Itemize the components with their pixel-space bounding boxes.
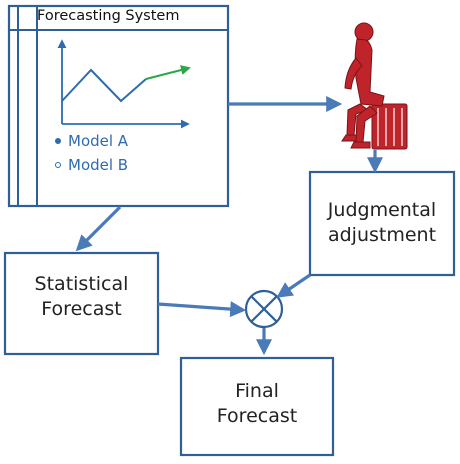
label-line: Forecast: [216, 405, 298, 428]
statistical-forecast-box: [3, 251, 160, 356]
arrow-statistical-to-combiner: [157, 301, 247, 318]
legend-label: Model A: [68, 132, 129, 150]
forecasting-system-box: [7, 4, 230, 208]
judgmental-adjustment-label: Judgmental adjustment: [310, 198, 454, 248]
label-line: Final: [235, 380, 279, 402]
arrow-system-to-statistical: [75, 205, 122, 252]
mini-chart-history-line: [61, 68, 147, 103]
label-line: Forecast: [41, 298, 122, 321]
circle-cross-combiner-icon: [244, 289, 284, 329]
mini-chart-forecast-arrow: [145, 65, 191, 80]
legend-item-model-a: Model A: [55, 132, 128, 150]
label-line: adjustment: [327, 224, 437, 247]
filled-dot-icon: [55, 138, 61, 144]
legend-label: Model B: [68, 156, 129, 174]
arrow-judgment-to-combiner: [276, 273, 311, 298]
judgmental-adjustment-box: [308, 170, 456, 277]
person-sitting-icon: [341, 22, 408, 150]
label-line: Judgmental: [327, 199, 437, 221]
final-forecast-label: Final Forecast: [181, 379, 333, 429]
label-line: Statistical: [34, 273, 129, 295]
system-mini-chart: [57, 39, 191, 129]
legend-item-model-b: Model B: [55, 156, 128, 174]
forecasting-system-title: Forecasting System: [37, 8, 180, 24]
statistical-forecast-label: Statistical Forecast: [5, 272, 158, 322]
final-forecast-box: [179, 356, 335, 457]
hollow-dot-icon: [55, 162, 61, 168]
